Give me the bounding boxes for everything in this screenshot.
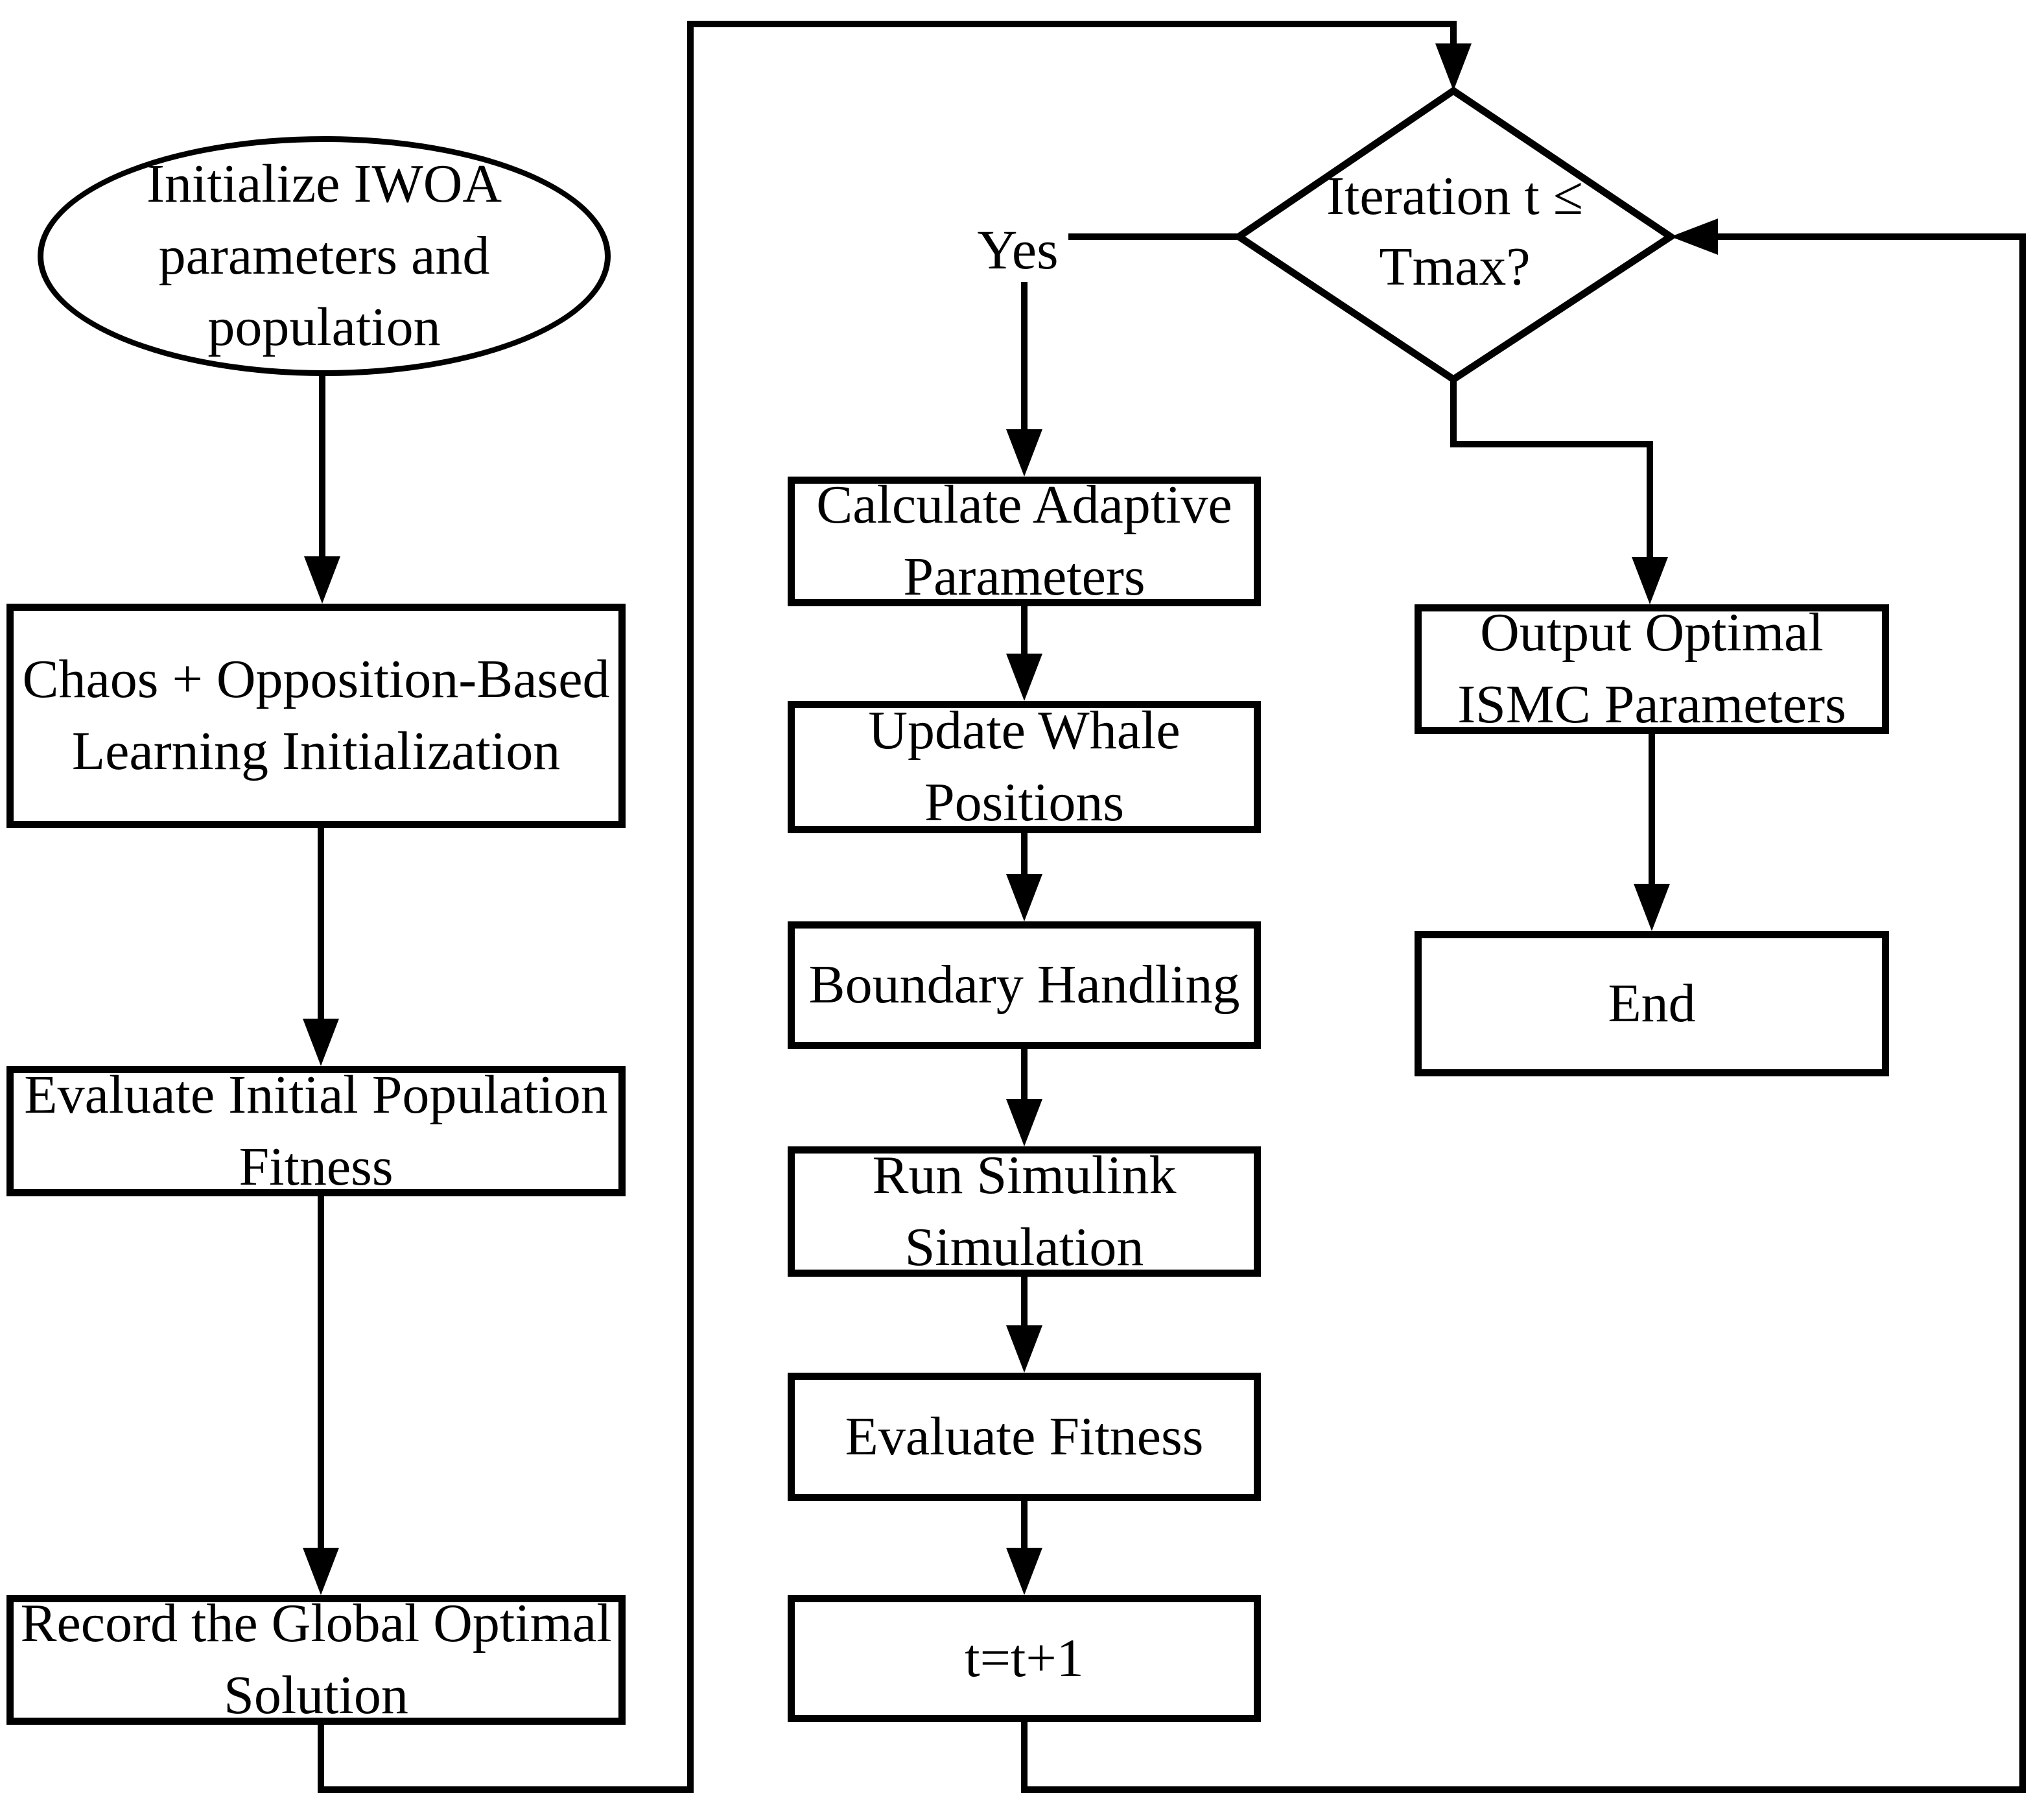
connector-feedback-horizontal [1718, 233, 2026, 240]
arrow-down-icon [1006, 874, 1042, 921]
connector-top-rail [687, 21, 1457, 27]
arrow-down-icon [1435, 43, 1472, 91]
connector-no-horizontal [1450, 441, 1653, 447]
update-whale-positions-box: Update Whale Positions [788, 700, 1261, 833]
record-global-optimal-box: Record the Global Optimal Solution [6, 1593, 626, 1725]
connector-diamond-top-stub [1450, 27, 1457, 47]
connector-chaos-to-evaluate [318, 828, 324, 1019]
arrow-down-icon [1006, 654, 1042, 701]
arrow-down-icon [1634, 884, 1670, 931]
boundary-handling-box: Boundary Handling [788, 921, 1261, 1049]
connector-left-riser [687, 21, 694, 1793]
evaluate-initial-population-box: Evaluate Initial Population Fitness [6, 1065, 626, 1197]
arrow-down-icon [304, 556, 340, 604]
connector-record-drop [318, 1725, 324, 1793]
connector-evalfitness-to-increment [1021, 1501, 1028, 1549]
connector-output-to-end [1649, 734, 1655, 885]
calculate-adaptive-parameters-box: Calculate Adaptive Parameters [788, 475, 1261, 607]
arrow-down-icon [303, 1548, 339, 1595]
connector-yes-horizontal [1068, 233, 1237, 240]
connector-boundary-to-run [1021, 1049, 1028, 1100]
iteration-decision-label: Iteration t ≤ Tmax? [1326, 166, 1583, 298]
connector-run-to-evalfitness [1021, 1277, 1028, 1327]
start-ellipse: Initialize IWOA parameters and populatio… [38, 136, 611, 376]
arrow-left-icon [1671, 219, 1718, 255]
end-box: End [1415, 931, 1889, 1076]
connector-yes-drop [1021, 282, 1028, 431]
yes-branch-label: Yes [977, 219, 1059, 281]
connector-no-drop [1647, 441, 1653, 559]
arrow-down-icon [1006, 1325, 1042, 1373]
arrow-down-icon [1006, 1548, 1042, 1595]
connector-start-to-chaos [319, 371, 325, 556]
connector-calc-to-update [1021, 606, 1028, 655]
run-simulink-simulation-box: Run Simulink Simulation [788, 1145, 1261, 1277]
arrow-down-icon [1632, 557, 1668, 604]
connector-increment-drop [1021, 1722, 1028, 1793]
output-optimal-ismc-box: Output Optimal ISMC Parameters [1415, 602, 1889, 735]
chaos-opposition-init-box: Chaos + Opposition-Based Learning Initia… [6, 604, 626, 828]
arrow-down-icon [1006, 429, 1042, 477]
arrow-down-icon [303, 1019, 339, 1066]
connector-update-to-boundary [1021, 833, 1028, 875]
evaluate-fitness-box: Evaluate Fitness [788, 1373, 1261, 1501]
increment-iteration-box: t=t+1 [788, 1595, 1261, 1722]
connector-right-riser [2019, 233, 2026, 1793]
connector-bottom-left-rail [318, 1786, 694, 1793]
arrow-down-icon [1006, 1099, 1042, 1146]
connector-diamond-bottom-drop [1450, 379, 1457, 447]
connector-evaluate-to-record [318, 1196, 324, 1548]
connector-bottom-right-rail [1021, 1786, 2026, 1793]
